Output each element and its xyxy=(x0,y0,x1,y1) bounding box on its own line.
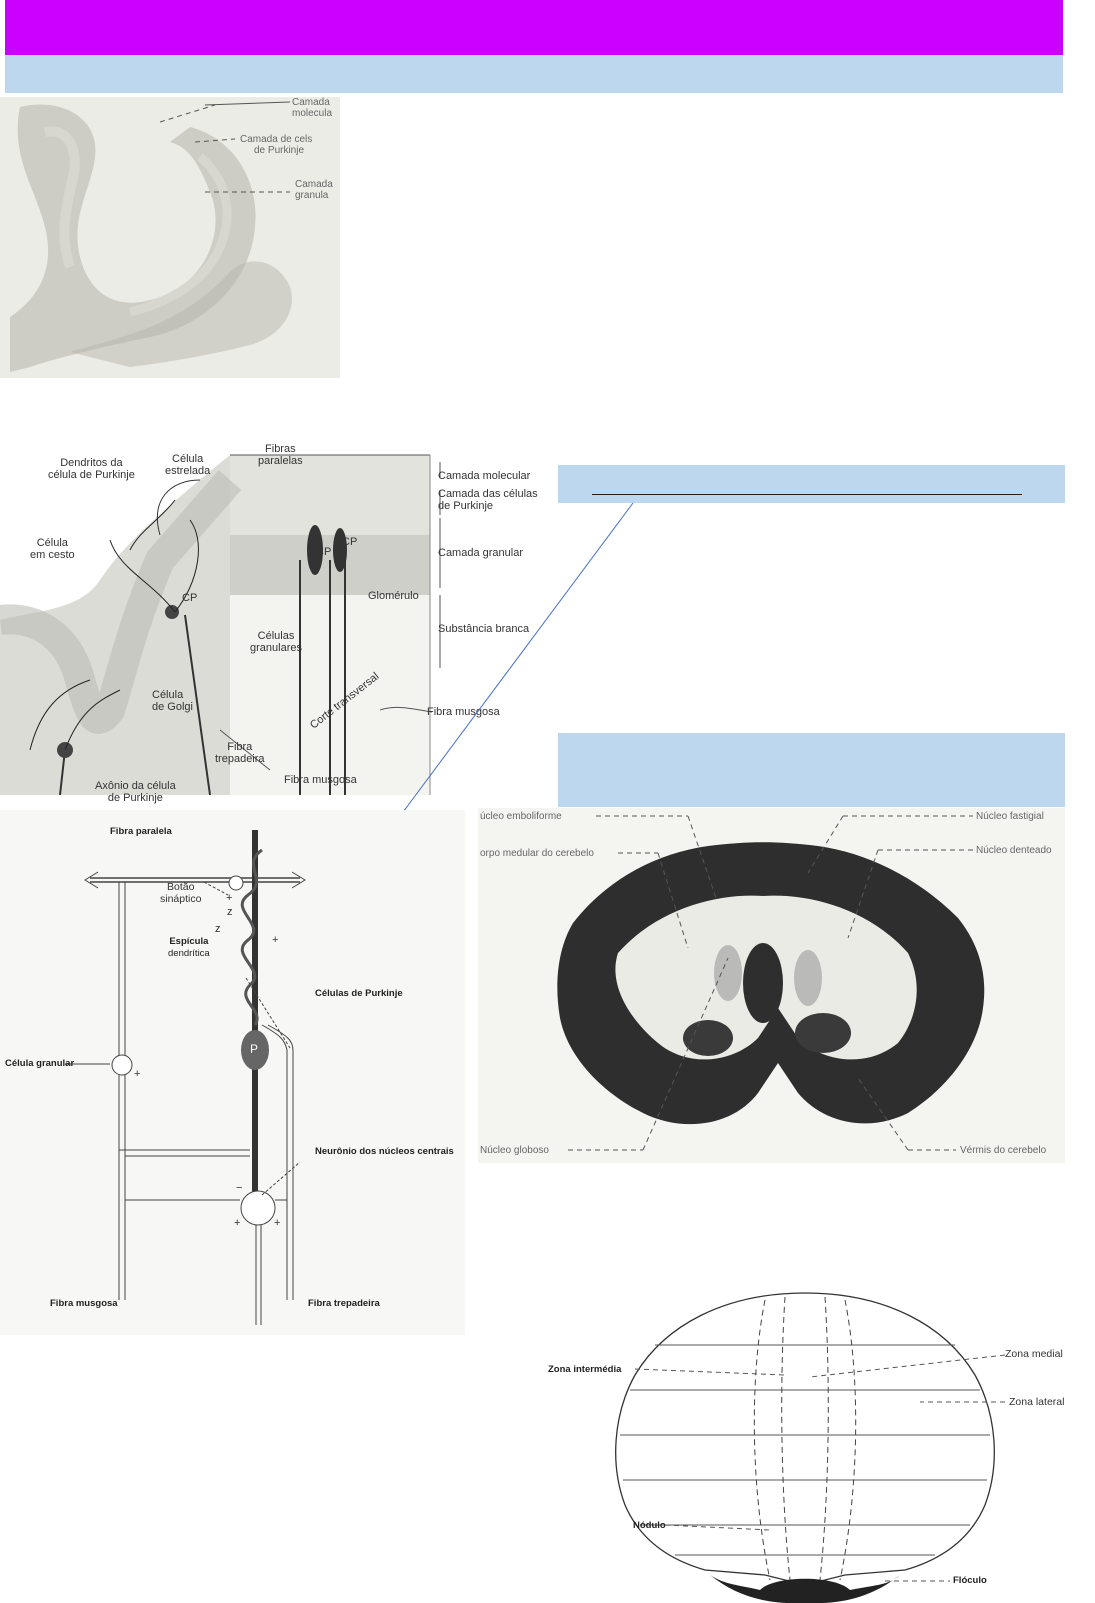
section-drawing xyxy=(478,808,1065,1163)
label-nucleo-denteado: Núcleo denteado xyxy=(976,845,1052,856)
label-layer-molecular: Camada molecular xyxy=(438,470,530,482)
label-nodulo: Nódulo xyxy=(633,1520,666,1532)
label-fibra-musgosa-right: Fibra musgosa xyxy=(427,706,500,718)
zones-figure: Zona intermédia Zona medial Zona lateral… xyxy=(545,1285,1065,1603)
header-bar xyxy=(5,0,1063,55)
sign-z-2: z xyxy=(215,923,221,935)
sign-plus-1: + xyxy=(226,892,232,904)
label-cp-2: CP xyxy=(316,546,331,558)
label-celulas-purkinje: Células de Purkinje xyxy=(315,988,403,1000)
sign-plus-3: + xyxy=(134,1068,140,1080)
blue-box-1 xyxy=(558,465,1065,503)
zones-drawing xyxy=(545,1285,1065,1603)
label-nucleo-fastigial: Núcleo fastigial xyxy=(976,811,1044,822)
label-fibra-musgosa: Fibra musgosa xyxy=(50,1298,118,1310)
section-figure: úcleo emboliforme orpo medular do cerebe… xyxy=(478,808,1065,1163)
blue-box-2 xyxy=(558,733,1065,807)
label-vermis: Vérmis do cerebelo xyxy=(960,1145,1046,1156)
label-cp-1: CP xyxy=(182,592,197,604)
label-zona-medial: Zona medial xyxy=(1005,1348,1063,1360)
circuit-drawing xyxy=(0,810,465,1335)
label-zona-lateral: Zona lateral xyxy=(1009,1396,1064,1408)
label-glomerulo: Glomérulo xyxy=(368,590,419,602)
subheader-bar xyxy=(5,55,1063,93)
label-cp-3: CP xyxy=(342,536,357,548)
blue-box-1-underline xyxy=(592,494,1022,495)
label-neuronio: Neurônio dos núcleos centrais xyxy=(315,1146,454,1158)
sign-plus-5: + xyxy=(274,1217,280,1229)
label-p: P xyxy=(250,1043,258,1055)
label-layer-granular: Camada granular xyxy=(438,547,523,559)
label-fibra-musgosa-bottom: Fibra musgosa xyxy=(284,774,357,786)
label-celula-granular: Célula granular xyxy=(5,1058,74,1070)
label-layer-substancia-branca: Substância branca xyxy=(438,623,529,635)
label-fibra-paralela: Fibra paralela xyxy=(110,826,172,838)
label-floculo: Flóculo xyxy=(953,1575,987,1587)
sign-plus-2: + xyxy=(272,934,278,946)
sign-minus: − xyxy=(236,1182,242,1194)
label-nucleo-globoso: Núcleo globoso xyxy=(480,1145,549,1156)
label-nucleo-emboliforme: úcleo emboliforme xyxy=(480,811,562,822)
sign-z-1: z xyxy=(227,906,233,918)
label-corpo-medular: orpo medular do cerebelo xyxy=(480,848,594,859)
label-fibra-trepadeira: Fibra trepadeira xyxy=(308,1298,380,1310)
label-zona-intermedia: Zona intermédia xyxy=(548,1364,621,1376)
sign-plus-4: + xyxy=(234,1217,240,1229)
